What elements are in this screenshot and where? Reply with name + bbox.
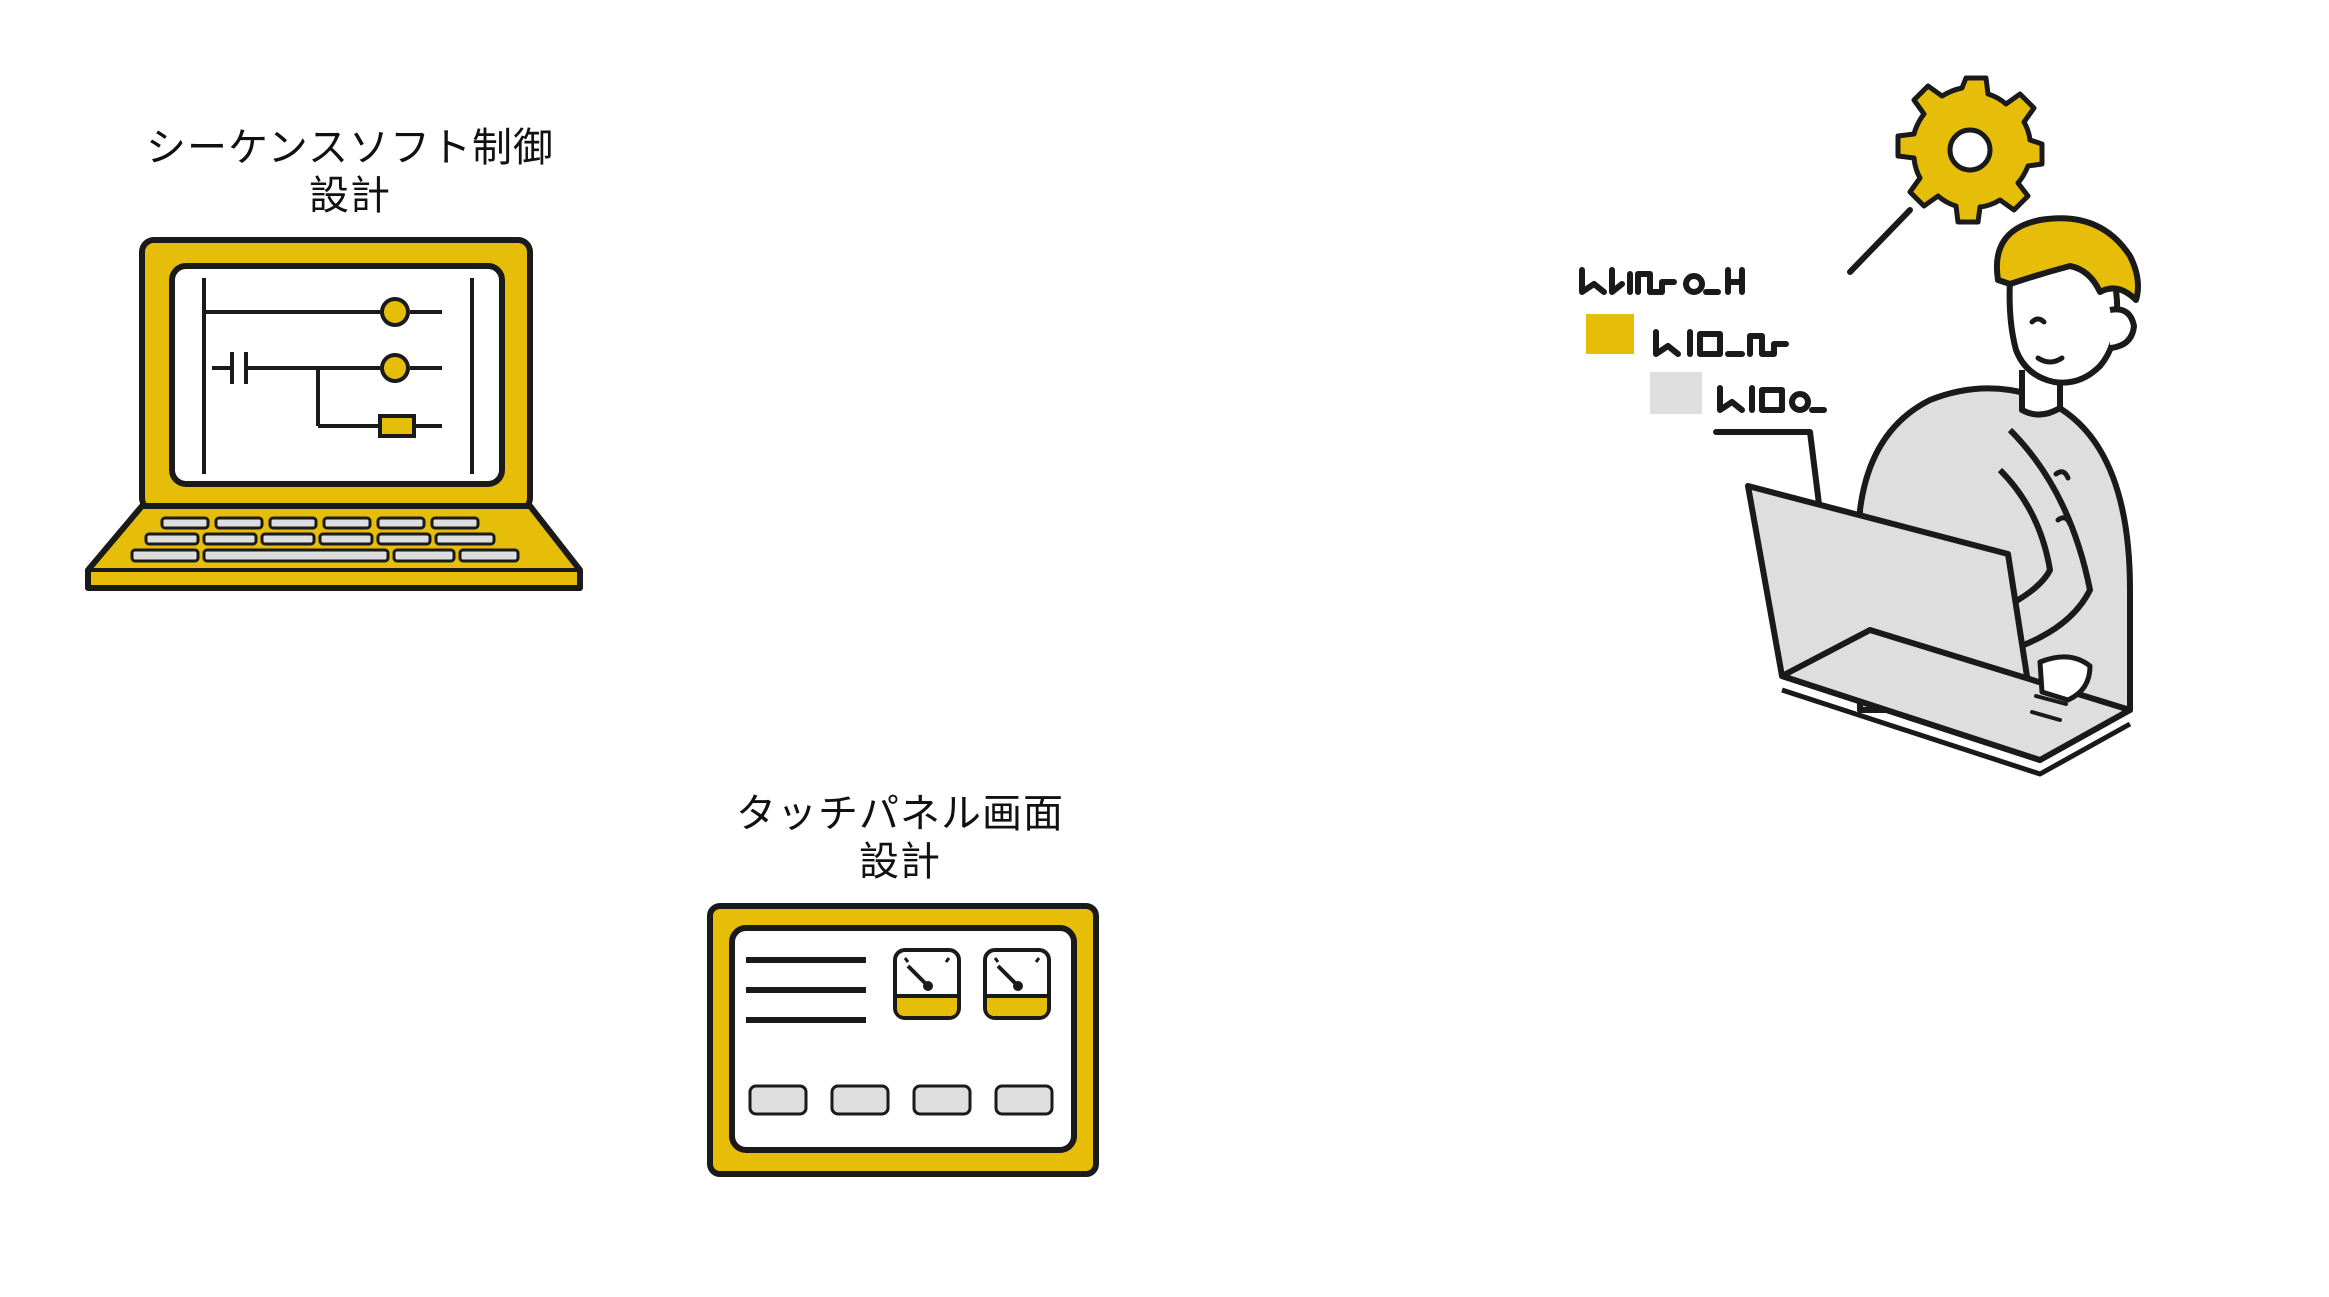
sequence-software-label-line1: シーケンスソフト制御 (146, 125, 554, 171)
sequence-software-label-line2: 設計 (309, 173, 391, 219)
gear-icon (1895, 75, 2045, 225)
code-glyphs-icon (1579, 267, 1827, 413)
laptop-ladder-icon (85, 237, 583, 591)
sequence-software-label: シーケンスソフト制御 設計 (130, 124, 570, 220)
gauge-1-icon (893, 948, 961, 1020)
panel-button-2 (830, 1084, 890, 1116)
panel-button-1 (748, 1084, 808, 1116)
touch-panel-label-line1: タッチパネル画面 (736, 791, 1064, 837)
gauge-2-icon (983, 948, 1051, 1020)
touch-panel-label-line2: 設計 (859, 839, 941, 885)
touch-panel-icon (707, 903, 1099, 1177)
engineer-illustration (1579, 75, 2141, 777)
panel-button-3 (912, 1084, 972, 1116)
touch-panel-label: タッチパネル画面 設計 (700, 790, 1100, 886)
panel-button-4 (994, 1084, 1054, 1116)
